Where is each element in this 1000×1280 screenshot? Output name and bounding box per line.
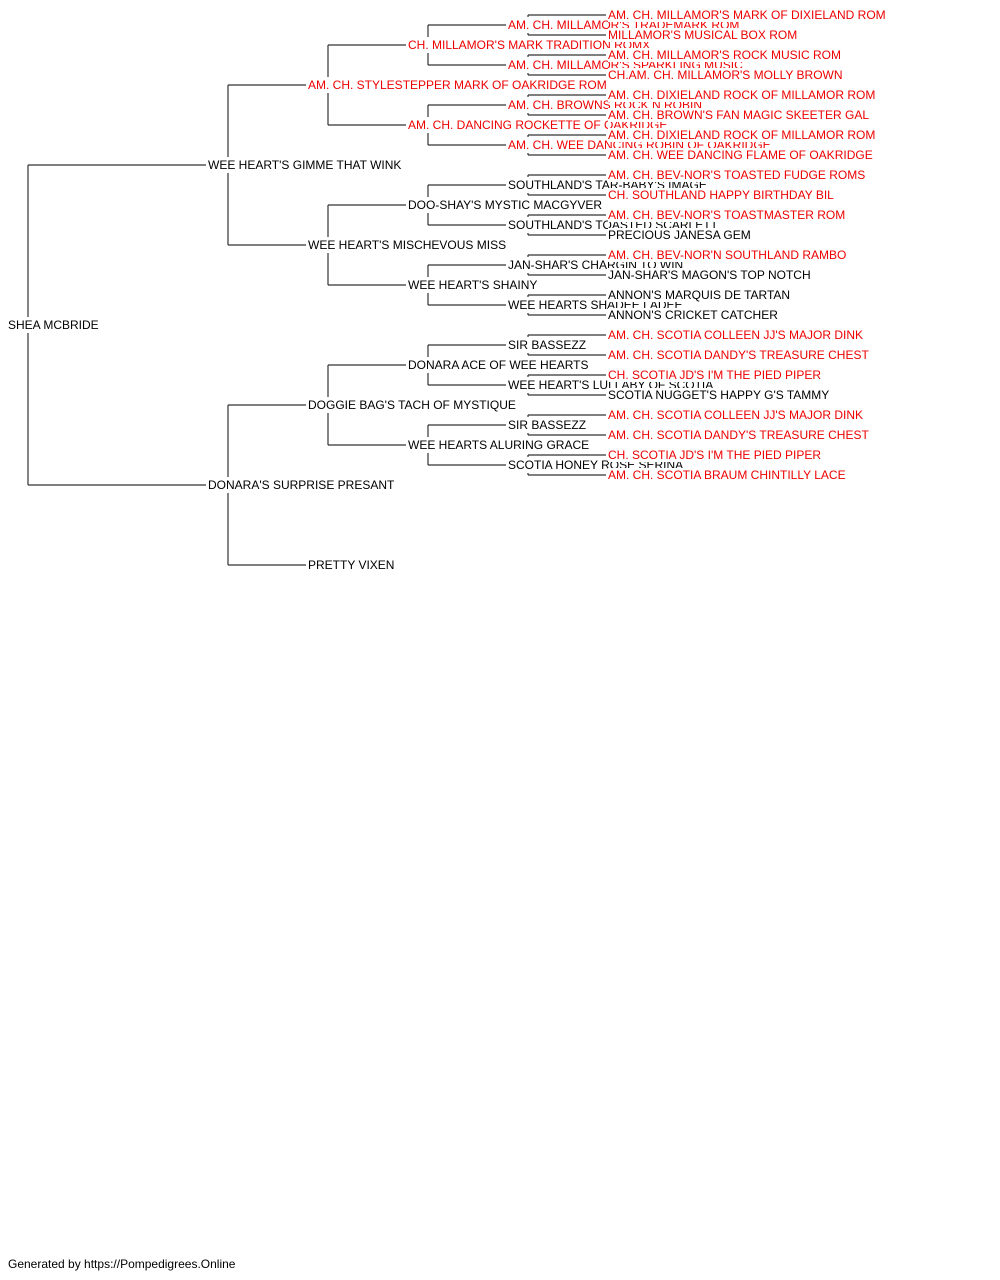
pedigree-node-gen5: AM. CH. DIXIELAND ROCK OF MILLAMOR ROM xyxy=(608,88,878,102)
pedigree-node-gen5: ANNON'S CRICKET CATCHER xyxy=(608,308,780,322)
pedigree-node-gen3: WEE HEARTS ALURING GRACE xyxy=(408,438,592,452)
pedigree-node-gen5: SCOTIA NUGGET'S HAPPY G'S TAMMY xyxy=(608,388,832,402)
pedigree-node-gen5: CH. SCOTIA JD'S I'M THE PIED PIPER xyxy=(608,368,824,382)
pedigree-node-gen5: AM. CH. BROWN'S FAN MAGIC SKEETER GAL xyxy=(608,108,871,122)
pedigree-node-gen3: AM. CH. DANCING ROCKETTE OF OAKRIDGE xyxy=(408,118,670,132)
pedigree-node-gen5: ANNON'S MARQUIS DE TARTAN xyxy=(608,288,793,302)
pedigree-node-gen3: DONARA ACE OF WEE HEARTS xyxy=(408,358,591,372)
pedigree-node-gen2: PRETTY VIXEN xyxy=(308,558,397,572)
pedigree-node-gen5: AM. CH. DIXIELAND ROCK OF MILLAMOR ROM xyxy=(608,128,878,142)
pedigree-node-gen5: MILLAMOR'S MUSICAL BOX ROM xyxy=(608,28,800,42)
pedigree-node-gen1: DONARA'S SURPRISE PRESANT xyxy=(208,478,397,492)
pedigree-node-gen2: WEE HEART'S MISCHEVOUS MISS xyxy=(308,238,509,252)
pedigree-node-gen5: CH. SCOTIA JD'S I'M THE PIED PIPER xyxy=(608,448,824,462)
pedigree-node-gen3: DOO-SHAY'S MYSTIC MACGYVER xyxy=(408,198,605,212)
pedigree-node-gen1: WEE HEART'S GIMME THAT WINK xyxy=(208,158,404,172)
pedigree-node-gen4: SIR BASSEZZ xyxy=(508,418,589,432)
pedigree-node-gen5: AM. CH. SCOTIA BRAUM CHINTILLY LACE xyxy=(608,468,848,482)
pedigree-node-gen2: DOGGIE BAG'S TACH OF MYSTIQUE xyxy=(308,398,518,412)
pedigree-node-gen5: PRECIOUS JANESA GEM xyxy=(608,228,753,242)
pedigree-node-gen5: AM. CH. BEV-NOR'N SOUTHLAND RAMBO xyxy=(608,248,849,262)
pedigree-node-gen3: WEE HEART'S SHAINY xyxy=(408,278,540,292)
pedigree-node-gen5: AM. CH. BEV-NOR'S TOASTED FUDGE ROMS xyxy=(608,168,868,182)
pedigree-node-gen5: AM. CH. SCOTIA DANDY'S TREASURE CHEST xyxy=(608,428,871,442)
footer-credit: Generated by https://Pompedigrees.Online xyxy=(8,1257,236,1271)
pedigree-node-gen5: AM. CH. SCOTIA COLLEEN JJ'S MAJOR DINK xyxy=(608,328,865,342)
pedigree-node-gen5: AM. CH. BEV-NOR'S TOASTMASTER ROM xyxy=(608,208,848,222)
pedigree-node-gen4: SIR BASSEZZ xyxy=(508,338,589,352)
pedigree-node-gen5: AM. CH. SCOTIA DANDY'S TREASURE CHEST xyxy=(608,348,871,362)
pedigree-node-gen5: AM. CH. SCOTIA COLLEEN JJ'S MAJOR DINK xyxy=(608,408,865,422)
pedigree-node-gen5: CH.AM. CH. MILLAMOR'S MOLLY BROWN xyxy=(608,68,845,82)
pedigree-node-gen0: SHEA MCBRIDE xyxy=(8,318,101,332)
pedigree-node-gen5: AM. CH. MILLAMOR'S MARK OF DIXIELAND ROM xyxy=(608,8,888,22)
pedigree-node-gen2: AM. CH. STYLESTEPPER MARK OF OAKRIDGE RO… xyxy=(308,78,609,92)
pedigree-node-gen5: JAN-SHAR'S MAGON'S TOP NOTCH xyxy=(608,268,813,282)
pedigree-node-gen3: CH. MILLAMOR'S MARK TRADITION ROMX xyxy=(408,38,653,52)
pedigree-node-gen5: AM. CH. MILLAMOR'S ROCK MUSIC ROM xyxy=(608,48,843,62)
pedigree-node-gen5: CH. SOUTHLAND HAPPY BIRTHDAY BIL xyxy=(608,188,836,202)
pedigree-node-gen5: AM. CH. WEE DANCING FLAME OF OAKRIDGE xyxy=(608,148,875,162)
